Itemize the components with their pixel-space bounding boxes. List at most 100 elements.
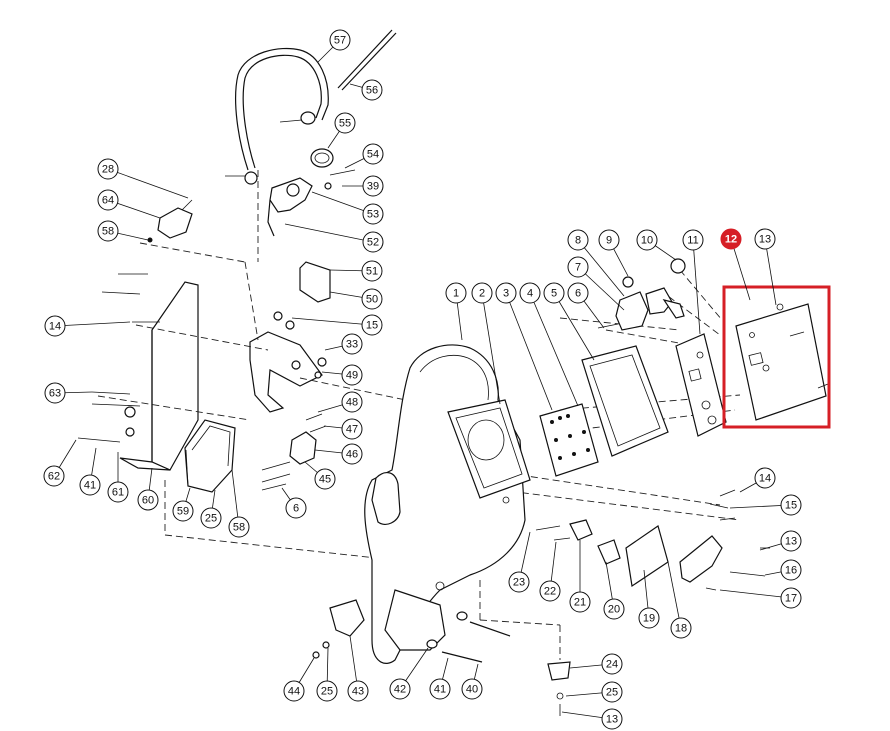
callout-label: 54 [367, 149, 379, 161]
part-callouts: 5756555439535228645851501533494847464561… [43, 29, 802, 730]
callout-label: 52 [367, 237, 379, 249]
callout-label: 6 [293, 503, 299, 515]
callout-label: 47 [346, 424, 358, 436]
cover-plate-12 [735, 303, 829, 421]
highlight-box [722, 285, 831, 429]
callout-circle [44, 382, 66, 404]
callout-circle [314, 468, 336, 490]
callout-circle [601, 653, 623, 675]
callout-leader [284, 223, 374, 243]
callout-circle [601, 681, 623, 703]
callout-label: 61 [112, 487, 124, 499]
callout-label: 21 [574, 597, 586, 609]
callout-circle [329, 29, 351, 51]
control-plate [675, 333, 727, 437]
callout-circle [543, 282, 565, 304]
callout-label: 57 [334, 35, 346, 47]
callout-circle [598, 229, 620, 251]
callout-label: 39 [367, 181, 379, 193]
callout-label: 24 [606, 659, 618, 671]
callout-leader [692, 239, 701, 335]
callout-circle [283, 680, 305, 702]
main-housing [364, 344, 531, 664]
callout-label: 11 [687, 235, 698, 247]
callout-circle [780, 559, 802, 581]
callout-circle [341, 418, 363, 440]
callout-leader [481, 292, 501, 405]
clip-part [147, 199, 193, 243]
callout-circle [172, 500, 194, 522]
callout-label: 25 [205, 513, 217, 525]
callout-circle [569, 591, 591, 613]
callout-label: 40 [466, 684, 478, 696]
callout-label: 3 [503, 288, 509, 300]
handle-assembly [225, 29, 397, 262]
callout-circle [754, 467, 776, 489]
callout-circle [79, 474, 101, 496]
callout-label: 9 [606, 235, 612, 247]
callout-circle [97, 220, 119, 242]
callout-label: 23 [513, 577, 525, 589]
callout-label: 43 [352, 686, 364, 698]
callout-circle [285, 497, 307, 519]
callout-label: 8 [575, 235, 581, 247]
callout-circle [780, 494, 802, 516]
callout-circle [341, 443, 363, 465]
key-switch-assembly [597, 258, 686, 331]
callout-circle [341, 333, 363, 355]
callout-circle [361, 288, 383, 310]
callout-leader [311, 191, 374, 215]
callout-leader [54, 321, 131, 327]
callout-circle [361, 314, 383, 336]
callout-circle [539, 580, 561, 602]
center-brackets [249, 261, 331, 491]
callout-circle [43, 465, 65, 487]
callout-label: 18 [675, 623, 687, 635]
bottom-hardware [312, 599, 571, 716]
callout-circle-highlighted [720, 228, 742, 250]
callout-label: 41 [84, 480, 96, 492]
callout-circle [780, 530, 802, 552]
callout-label: 12 [725, 234, 737, 246]
callout-leader [730, 238, 751, 301]
callout-label: 59 [177, 506, 189, 518]
callout-label: 48 [346, 397, 358, 409]
callout-label: 28 [102, 164, 114, 176]
callout-label: 7 [575, 262, 581, 274]
callout-circle [341, 391, 363, 413]
callout-circle [334, 112, 356, 134]
callout-label: 51 [366, 266, 378, 278]
callout-label: 22 [544, 586, 556, 598]
callout-leader [764, 238, 777, 306]
callout-label: 14 [49, 321, 61, 333]
callout-leader [505, 292, 553, 411]
callout-circle [97, 189, 119, 211]
callout-label: 5 [551, 288, 557, 300]
callout-leader [719, 589, 792, 599]
callout-label: 64 [102, 195, 114, 207]
callout-label: 56 [366, 85, 378, 97]
callout-label: 20 [608, 604, 620, 616]
callout-circle [519, 282, 541, 304]
callout-label: 13 [785, 536, 797, 548]
callout-label: 4 [527, 288, 533, 300]
callout-circle [601, 708, 623, 730]
callout-circle [228, 516, 250, 538]
callout-label: 58 [102, 226, 114, 238]
callout-leader [107, 168, 189, 199]
callout-circle [754, 228, 776, 250]
callout-label: 2 [479, 288, 485, 300]
callout-label: 53 [367, 209, 379, 221]
callout-label: 58 [233, 522, 245, 534]
callout-label: 62 [48, 471, 60, 483]
callout-circle [341, 364, 363, 386]
callout-label: 19 [643, 613, 655, 625]
left-bracket-plate [77, 273, 199, 471]
callout-label: 15 [366, 320, 378, 332]
callout-label: 63 [49, 388, 61, 400]
callout-label: 6 [575, 288, 581, 300]
callout-circle [682, 229, 704, 251]
callout-circle [361, 79, 383, 101]
callout-circle [44, 315, 66, 337]
